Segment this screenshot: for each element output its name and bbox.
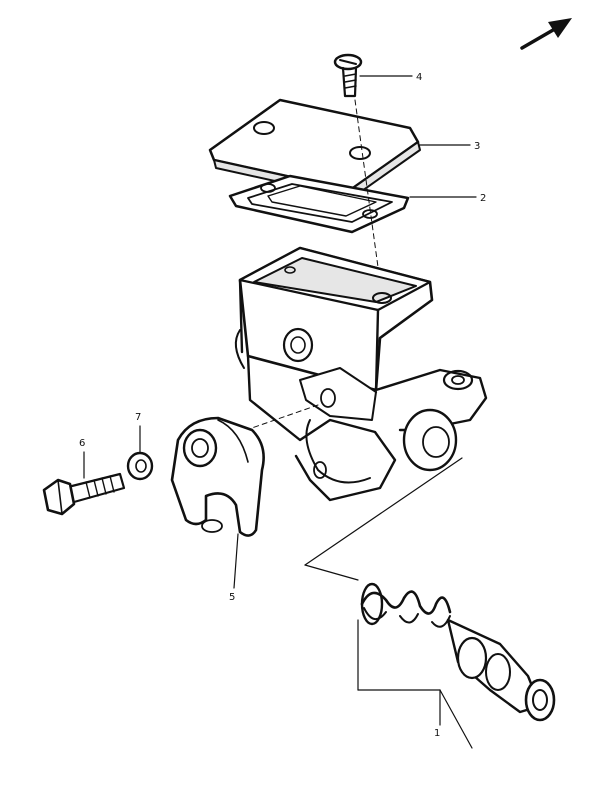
- callout-2: 2: [480, 193, 486, 204]
- part-5-handlebar-clamp[interactable]: [170, 416, 265, 537]
- part-3-reservoir-cap[interactable]: [208, 98, 421, 199]
- part-4-screw[interactable]: [333, 53, 363, 98]
- callout-7: 7: [135, 412, 141, 423]
- part-1-piston-assembly[interactable]: [360, 582, 556, 722]
- piston-kit-bracket: [304, 457, 473, 749]
- part-7-washer[interactable]: [126, 451, 154, 481]
- callout-3: 3: [474, 141, 480, 152]
- callout-1: 1: [434, 728, 440, 739]
- callout-5: 5: [229, 592, 235, 603]
- alignment-line-screw: [354, 99, 383, 297]
- part-6-bolt[interactable]: [42, 472, 126, 516]
- direction-arrow-icon: [520, 18, 572, 50]
- part-2-diaphragm-gasket[interactable]: [228, 174, 410, 234]
- master-cylinder-body[interactable]: [234, 246, 488, 502]
- callout-6: 6: [79, 438, 85, 449]
- leader-line-5: [233, 533, 239, 589]
- callout-4: 4: [416, 72, 422, 83]
